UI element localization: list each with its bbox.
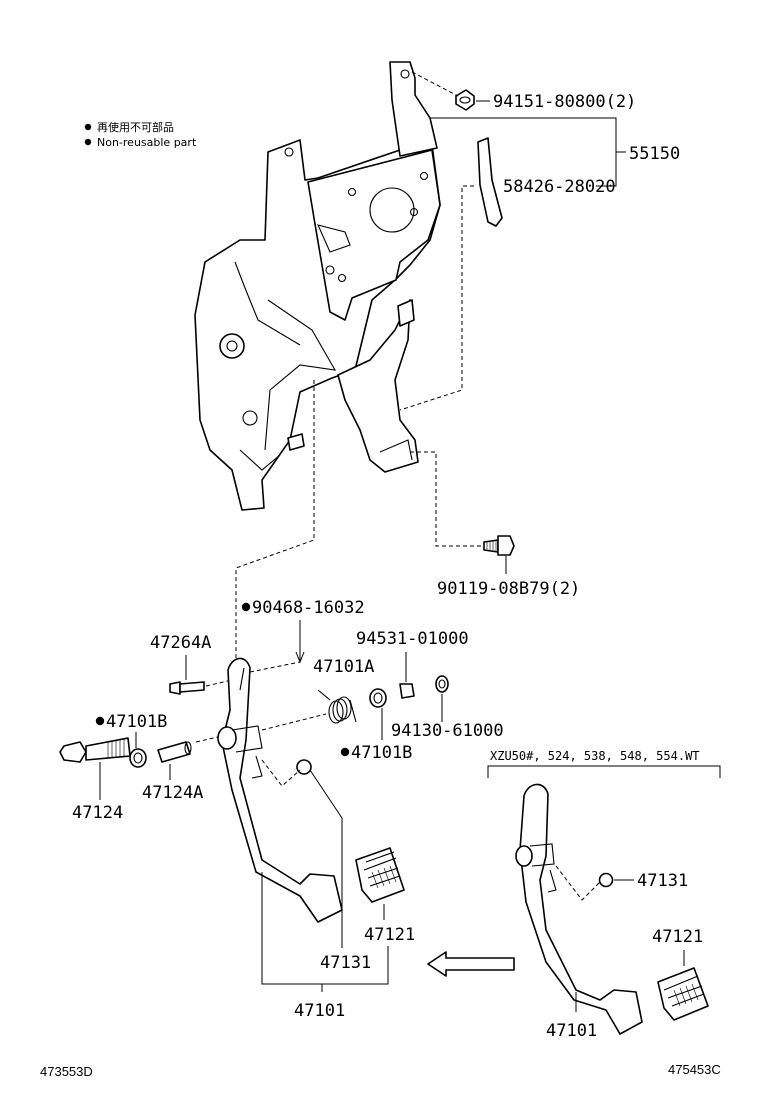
bracket-upper-tab (389, 61, 438, 157)
pin-drawing (169, 681, 205, 695)
variant-header: XZU50#, 524, 538, 548, 554.WT (490, 749, 700, 763)
variant-stop-cushion-drawing (598, 872, 614, 888)
legend-en-text: Non-reusable part (97, 136, 197, 149)
bushing-left-drawing (129, 748, 147, 768)
collar-drawing (157, 741, 192, 763)
clutch-pedal-arm-drawing (217, 657, 343, 923)
label-spring: 47101A (313, 657, 374, 677)
stop-cushion-drawing (296, 759, 312, 775)
non-reusable-mark-clip (241, 602, 251, 612)
label-bolt-mid: 90119-08B79(2) (437, 579, 580, 599)
flange-nut-drawing (455, 89, 475, 111)
label-nut: 94130-61000 (391, 721, 504, 741)
non-reusable-mark-bushing-right (340, 747, 350, 757)
pivot-bolt-drawing (59, 737, 131, 763)
stopper-drawing (399, 683, 415, 699)
nut-drawing (435, 675, 449, 693)
legend-bullet-jp (84, 123, 92, 131)
bracket-hole (400, 69, 410, 79)
return-spring-drawing (317, 689, 357, 724)
label-variant-pad-cover: 47121 (652, 927, 703, 947)
label-stopper: 94531-01000 (356, 629, 469, 649)
label-variant-pedal-assy: 47101 (546, 1021, 597, 1041)
footer-right-code: 475453C (668, 1062, 721, 1077)
pedal-bracket-drawing (194, 61, 441, 511)
label-variant-stop-cushion: 47131 (637, 871, 688, 891)
bracket-boss (219, 333, 245, 359)
legend: 再使用不可部品 Non-reusable part (84, 120, 197, 149)
bracket-lower-arm (337, 299, 419, 473)
label-pivot-bolt: 47124 (72, 803, 123, 823)
label-bushing-left: 47101B (106, 712, 167, 732)
label-pad-cover: 47121 (364, 925, 415, 945)
label-bushing-right: 47101B (351, 743, 412, 763)
footer-left-code: 473553D (40, 1064, 93, 1079)
variant-pedal-pad-cover-drawing (657, 967, 709, 1021)
bracket-large-hole (369, 187, 415, 233)
bracket-front-box (307, 149, 441, 321)
hex-bolt-mid-drawing (483, 535, 515, 556)
label-clip: 90468-16032 (252, 598, 365, 618)
label-pedal-assy: 47101 (294, 1001, 345, 1021)
label-pin: 47264A (150, 633, 211, 653)
cushion-strip (477, 137, 503, 227)
variant-pedal-arm-drawing (515, 783, 643, 1035)
label-bracket-assy: 55150 (629, 144, 680, 164)
non-reusable-mark-bushing-left (95, 716, 105, 726)
legend-jp-text: 再使用不可部品 (97, 120, 174, 134)
pedal-pad-cover-drawing (355, 847, 405, 903)
variant-arrow (427, 951, 515, 977)
label-stop-cushion: 47131 (320, 953, 371, 973)
bushing-right-drawing (369, 688, 387, 708)
legend-bullet-en (84, 138, 92, 146)
label-bolt-top: 94151-80800(2) (493, 92, 636, 112)
label-collar: 47124A (142, 783, 203, 803)
label-cushion: 58426-28020 (503, 177, 616, 197)
